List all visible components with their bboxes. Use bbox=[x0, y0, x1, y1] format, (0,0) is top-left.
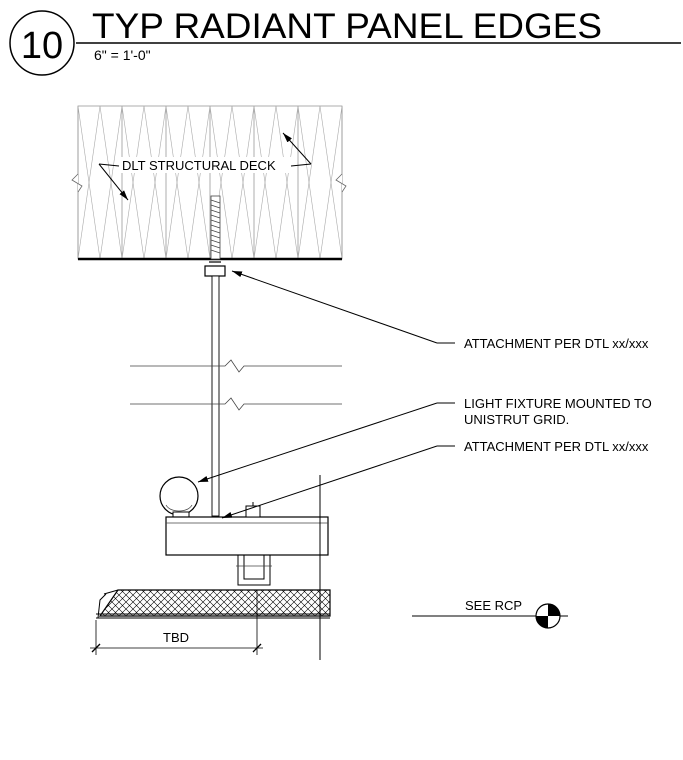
deck-callout: DLT STRUCTURAL DECK bbox=[98, 132, 312, 201]
light-fixture-callout: LIGHT FIXTURE MOUNTED TO UNISTRUT GRID. bbox=[197, 396, 652, 483]
anchor-nut bbox=[204, 265, 226, 277]
title-block: 10 TYP RADIANT PANEL EDGES 6" = 1'-0" bbox=[9, 7, 681, 76]
detail-number: 10 bbox=[21, 25, 63, 67]
attachment-top-label: ATTACHMENT PER DTL xx/xxx bbox=[464, 336, 649, 351]
hanger-rod bbox=[211, 275, 220, 517]
break-line-left bbox=[71, 173, 83, 193]
deck-label: DLT STRUCTURAL DECK bbox=[122, 158, 276, 173]
rcp-reference: SEE RCP bbox=[412, 598, 568, 629]
structural-deck bbox=[71, 105, 347, 261]
threaded-anchor bbox=[210, 195, 221, 260]
attachment-top-callout: ATTACHMENT PER DTL xx/xxx bbox=[231, 270, 649, 351]
light-fixture-label-1: LIGHT FIXTURE MOUNTED TO bbox=[464, 396, 652, 411]
rod-break-lines bbox=[130, 359, 342, 411]
detail-scale: 6" = 1'-0" bbox=[94, 47, 151, 63]
detail-number-circle bbox=[9, 10, 75, 76]
attachment-bottom-callout: ATTACHMENT PER DTL xx/xxx bbox=[221, 439, 649, 519]
unistrut-assembly bbox=[159, 475, 329, 660]
attachment-bottom-label: ATTACHMENT PER DTL xx/xxx bbox=[464, 439, 649, 454]
see-rcp-label: SEE RCP bbox=[465, 598, 522, 613]
radiant-panel bbox=[96, 589, 331, 619]
hanger-rod-assembly bbox=[204, 195, 226, 517]
detail-title: TYP RADIANT PANEL EDGES bbox=[92, 7, 602, 46]
light-fixture-label-2: UNISTRUT GRID. bbox=[464, 412, 569, 427]
light-fixture bbox=[159, 476, 199, 516]
unistrut-clip bbox=[237, 555, 271, 586]
break-line-right bbox=[335, 173, 347, 193]
dimension-tbd: TBD bbox=[90, 590, 263, 655]
dimension-label: TBD bbox=[163, 630, 189, 645]
